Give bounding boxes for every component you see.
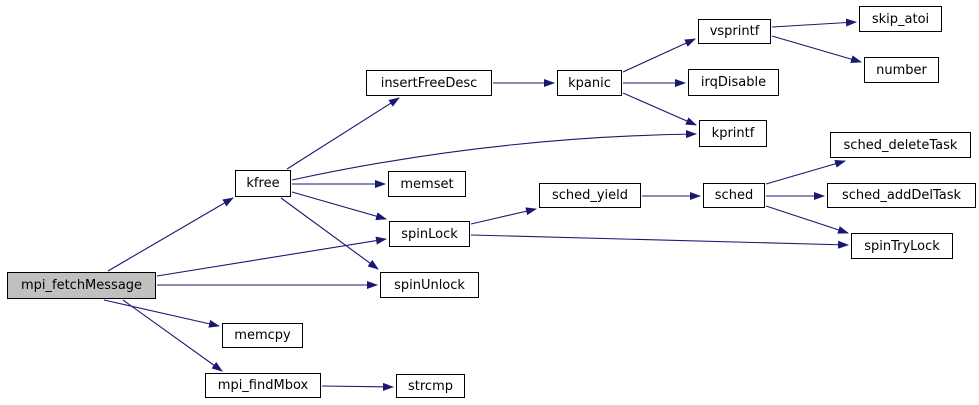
edge-mpi_fetchMessage-to-memcpy bbox=[103, 299, 220, 328]
node-spinTryLock[interactable]: spinTryLock bbox=[851, 233, 953, 259]
node-label-sched_yield: sched_yield bbox=[551, 188, 629, 203]
edge-mpi_fetchMessage-to-kfree bbox=[107, 197, 234, 272]
node-label-spinTryLock: spinTryLock bbox=[864, 238, 940, 254]
node-label-number: number bbox=[876, 62, 927, 78]
node-label-mpi_findMbox: mpi_findMbox bbox=[217, 378, 309, 393]
node-label-vsprintf: vsprintf bbox=[709, 24, 760, 39]
edge-kpanic-to-vsprintf bbox=[622, 38, 696, 73]
node-kprintf[interactable]: kprintf bbox=[699, 120, 767, 147]
node-label-memset: memset bbox=[400, 176, 454, 192]
node-kpanic[interactable]: kpanic bbox=[557, 70, 622, 96]
node-label-kpanic: kpanic bbox=[568, 75, 611, 91]
node-vsprintf[interactable]: vsprintf bbox=[698, 19, 771, 44]
edge-kfree-to-spinLock bbox=[291, 191, 387, 221]
edge-spinLock-to-sched_yield bbox=[470, 207, 537, 225]
node-sched_deleteTask[interactable]: sched_deleteTask bbox=[830, 132, 971, 158]
node-label-irqDisable: irqDisable bbox=[700, 75, 767, 90]
edge-spinLock-to-spinTryLock bbox=[470, 234, 849, 249]
node-irqDisable[interactable]: irqDisable bbox=[688, 69, 779, 96]
node-number[interactable]: number bbox=[864, 57, 939, 83]
node-sched[interactable]: sched bbox=[703, 183, 765, 208]
node-label-strcmp: strcmp bbox=[408, 378, 453, 394]
node-label-skip_atoi: skip_atoi bbox=[871, 11, 930, 27]
node-spinLock[interactable]: spinLock bbox=[389, 221, 470, 247]
edge-mpi_findMbox-to-strcmp bbox=[321, 382, 394, 391]
node-label-kprintf: kprintf bbox=[711, 126, 755, 141]
node-insertFreeDesc[interactable]: insertFreeDesc bbox=[366, 70, 492, 96]
node-label-spinUnlock: spinUnlock bbox=[394, 277, 465, 293]
node-sched_addDelTask[interactable]: sched_addDelTask bbox=[827, 183, 976, 208]
node-label-sched: sched bbox=[714, 188, 754, 203]
edge-vsprintf-to-skip_atoi bbox=[771, 18, 857, 28]
node-memcpy[interactable]: memcpy bbox=[222, 323, 303, 348]
edge-vsprintf-to-number bbox=[771, 35, 862, 64]
node-skip_atoi[interactable]: skip_atoi bbox=[859, 6, 942, 32]
node-label-spinLock: spinLock bbox=[401, 226, 458, 242]
node-mpi_findMbox[interactable]: mpi_findMbox bbox=[205, 373, 321, 398]
edge-kfree-to-spinUnlock bbox=[280, 197, 379, 270]
node-label-mpi_fetchMessage: mpi_fetchMessage bbox=[20, 278, 143, 293]
node-label-memcpy: memcpy bbox=[234, 328, 291, 343]
node-spinUnlock[interactable]: spinUnlock bbox=[380, 272, 479, 298]
node-label-sched_deleteTask: sched_deleteTask bbox=[843, 137, 958, 153]
node-sched_yield[interactable]: sched_yield bbox=[539, 183, 641, 208]
node-kfree[interactable]: kfree bbox=[235, 170, 291, 197]
edge-kpanic-to-kprintf bbox=[622, 92, 697, 126]
node-mpi_fetchMessage: mpi_fetchMessage bbox=[7, 272, 156, 299]
node-label-sched_addDelTask: sched_addDelTask bbox=[841, 188, 962, 203]
edge-mpi_fetchMessage-to-mpi_findMbox bbox=[122, 299, 223, 372]
edge-mpi_fetchMessage-to-spinLock bbox=[156, 236, 387, 277]
node-label-insertFreeDesc: insertFreeDesc bbox=[380, 75, 478, 91]
node-strcmp[interactable]: strcmp bbox=[396, 374, 465, 398]
edge-kfree-to-insertFreeDesc bbox=[286, 97, 400, 170]
edge-sched-to-spinTryLock bbox=[765, 205, 849, 234]
node-memset[interactable]: memset bbox=[388, 171, 466, 197]
node-label-kfree: kfree bbox=[246, 176, 280, 191]
edge-sched-to-sched_deleteTask bbox=[765, 159, 846, 185]
edge-kfree-to-kprintf bbox=[291, 130, 697, 181]
